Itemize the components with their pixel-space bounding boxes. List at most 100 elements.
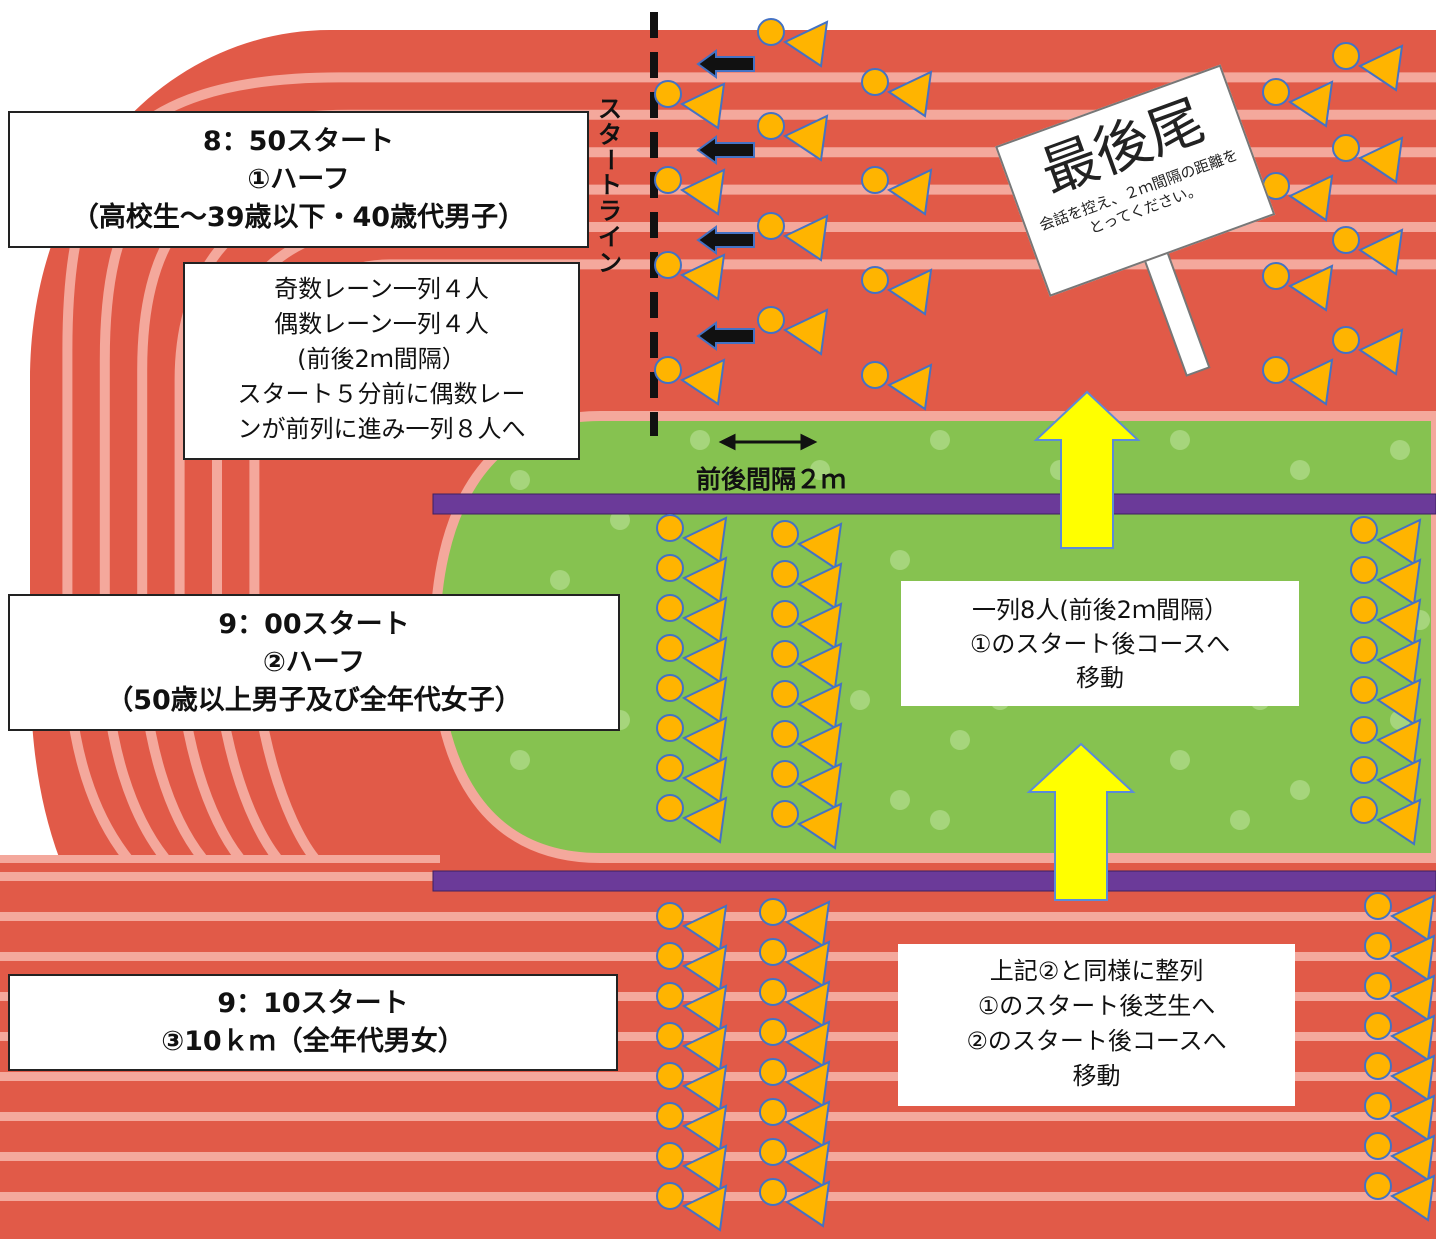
runner-flag xyxy=(1389,1134,1436,1182)
runner-marker xyxy=(656,1102,728,1152)
group1-box: 8：50スタート ①ハーフ （高校生～39歳以下・40歳代男子） xyxy=(8,111,589,248)
group2-race: ②ハーフ xyxy=(262,647,366,678)
runner-markers xyxy=(654,18,1436,1232)
start-line-label-char: ス xyxy=(598,95,622,123)
runner-marker xyxy=(759,1138,831,1188)
start-line-label-char: ン xyxy=(598,249,622,277)
grass-dot xyxy=(930,430,950,450)
runner-flag xyxy=(886,168,933,216)
start-line-label-char: イ xyxy=(598,223,622,251)
runner-flag xyxy=(796,562,843,610)
runner-marker xyxy=(656,942,728,992)
runner-marker xyxy=(1350,756,1422,806)
runner-head xyxy=(656,1062,684,1090)
runner-head xyxy=(656,1182,684,1210)
runner-head xyxy=(654,166,682,194)
lane-stripe xyxy=(62,72,1436,862)
runner-flag xyxy=(784,1060,831,1108)
grass-dot xyxy=(690,430,710,450)
runner-head xyxy=(656,1022,684,1050)
runner-flag xyxy=(1287,80,1334,128)
runner-flag xyxy=(681,556,728,604)
group3-note-4: 移動 xyxy=(1072,1062,1121,1090)
grass-dot xyxy=(810,460,830,480)
grass-dot xyxy=(1290,460,1310,480)
runner-head xyxy=(759,1058,787,1086)
runner-head xyxy=(1350,676,1378,704)
runner-marker xyxy=(656,1022,728,1072)
runner-flag xyxy=(796,762,843,810)
runner-flag xyxy=(1389,1174,1436,1222)
runner-head xyxy=(1364,1052,1392,1080)
runner-marker xyxy=(1350,796,1422,846)
runner-marker xyxy=(656,634,728,684)
runner-head xyxy=(757,212,785,240)
runner-head xyxy=(771,760,799,788)
runner-marker xyxy=(759,938,831,988)
runner-head xyxy=(771,680,799,708)
runner-marker xyxy=(656,982,728,1032)
runner-flag xyxy=(681,756,728,804)
runner-flag xyxy=(681,796,728,844)
grass-dot xyxy=(890,550,910,570)
runner-head xyxy=(654,356,682,384)
runner-marker xyxy=(861,166,933,216)
runner-head xyxy=(861,266,889,294)
group3-note-2: ①のスタート後芝生へ xyxy=(977,992,1216,1020)
runner-head xyxy=(771,560,799,588)
runner-head xyxy=(757,18,785,46)
runner-flag xyxy=(886,363,933,411)
left-arrow-icon xyxy=(696,225,755,255)
runner-flag xyxy=(681,1184,728,1232)
runner-marker xyxy=(1262,78,1334,128)
runner-head xyxy=(654,251,682,279)
runner-head xyxy=(1262,78,1290,106)
runner-marker xyxy=(656,794,728,844)
runner-flag xyxy=(784,1020,831,1068)
runner-flag xyxy=(681,1024,728,1072)
runner-flag xyxy=(1375,638,1422,686)
runner-flag xyxy=(679,253,726,301)
runner-marker xyxy=(771,560,843,610)
runner-flag xyxy=(681,944,728,992)
runner-marker xyxy=(759,1058,831,1108)
runner-flag xyxy=(1357,328,1404,376)
runner-flag xyxy=(1389,1054,1436,1102)
runner-marker xyxy=(1364,1132,1436,1182)
group2-time: 9：00スタート xyxy=(218,609,410,640)
runner-flag xyxy=(681,596,728,644)
runner-head xyxy=(1350,716,1378,744)
left-arrow-icon xyxy=(696,321,755,351)
runner-head xyxy=(1364,932,1392,960)
runner-flag xyxy=(1375,598,1422,646)
runner-head xyxy=(656,1102,684,1130)
group1-race: ①ハーフ xyxy=(247,164,350,195)
runner-marker xyxy=(1350,636,1422,686)
runner-marker xyxy=(771,800,843,850)
up-arrow-lower xyxy=(1026,742,1136,901)
runner-marker xyxy=(656,674,728,724)
runner-marker xyxy=(656,714,728,764)
runner-flag xyxy=(784,1140,831,1188)
runner-head xyxy=(1332,42,1360,70)
runner-flag xyxy=(681,676,728,724)
runner-marker xyxy=(759,898,831,948)
start-line-label-char: タ xyxy=(598,121,622,149)
runner-head xyxy=(771,640,799,668)
runner-marker xyxy=(771,600,843,650)
group2-note-2: ①のスタート後コースへ xyxy=(969,630,1231,658)
group2-box: 9：00スタート ②ハーフ （50歳以上男子及び全年代女子） xyxy=(8,594,620,731)
runner-head xyxy=(759,1138,787,1166)
runner-head xyxy=(861,68,889,96)
runner-head xyxy=(1262,356,1290,384)
runner-flag xyxy=(796,642,843,690)
runner-flag xyxy=(681,636,728,684)
runner-marker xyxy=(771,640,843,690)
runner-marker xyxy=(656,754,728,804)
group3-time: 9：10スタート xyxy=(217,988,409,1019)
runner-head xyxy=(1364,892,1392,920)
runner-head xyxy=(1332,134,1360,162)
runner-flag xyxy=(681,516,728,564)
runner-flag xyxy=(1375,758,1422,806)
runner-head xyxy=(656,754,684,782)
